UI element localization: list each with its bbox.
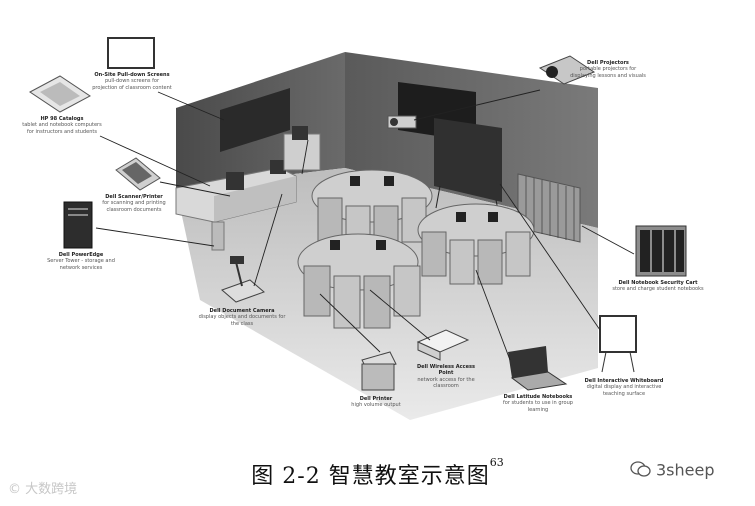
watermark-left-text: 大数跨境 [25, 482, 78, 497]
student-pod-3 [297, 233, 421, 329]
access-point-image [416, 329, 470, 361]
watermark-right-text: 3sheep [656, 460, 715, 480]
figure-caption: 图 2-2 智慧教室示意图63 [0, 456, 755, 490]
tablet-image [29, 75, 91, 113]
notebook-cart-image [635, 225, 687, 277]
scanner-image [115, 157, 161, 191]
wall-screens [220, 82, 502, 221]
figure-caption-text: 图 2-2 智慧教室示意图 [251, 464, 490, 489]
wechat-icon [630, 460, 652, 482]
whiteboard-image [599, 315, 637, 373]
caption-reference-number: 63 [489, 456, 504, 469]
watermark-right: 3sheep [630, 460, 715, 482]
smart-classroom-illustration [29, 37, 687, 420]
notebook-image [508, 346, 568, 391]
watermark-logo-icon: © [8, 482, 21, 497]
callout-lines [95, 89, 635, 361]
student-pod-2 [417, 203, 535, 285]
watermark-left: © 大数跨境 [8, 478, 77, 497]
projector-image [538, 55, 596, 85]
teacher-desk [175, 126, 321, 251]
pulldown-screen-image [107, 37, 155, 69]
document-camera-image [221, 256, 265, 303]
wall-projector [387, 115, 417, 129]
laser-printer-image [361, 351, 397, 391]
server-tower-image [63, 201, 93, 249]
